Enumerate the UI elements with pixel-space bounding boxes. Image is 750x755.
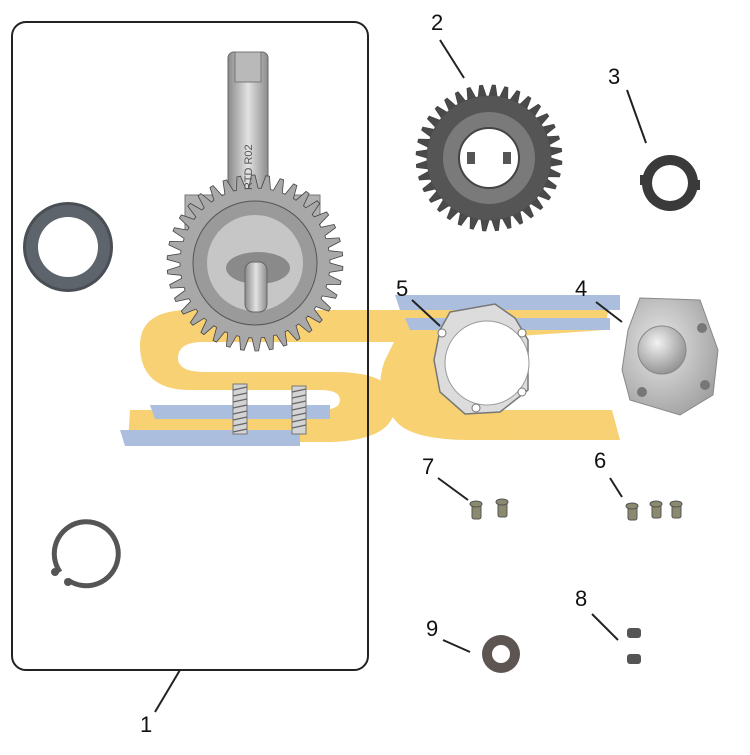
cover-plate xyxy=(621,297,719,416)
assembly-group-frame xyxy=(11,21,369,671)
leader-lines xyxy=(154,39,647,713)
callout-3: 3 xyxy=(608,64,621,89)
dowel-pins xyxy=(627,628,641,664)
watermark-s-shape xyxy=(128,310,432,442)
callout-1: 1 xyxy=(140,712,153,737)
callout-6: 6 xyxy=(594,448,607,473)
gasket xyxy=(433,303,530,415)
watermark-blue-band-1 xyxy=(120,430,300,446)
callout-2: 2 xyxy=(431,10,444,35)
ratchet-ring xyxy=(640,155,700,211)
spring-left xyxy=(232,383,248,435)
circlip xyxy=(51,519,121,589)
callout-9: 9 xyxy=(426,616,439,641)
callout-8: 8 xyxy=(575,586,588,611)
driven-gear xyxy=(415,84,563,232)
kick-starter-shaft-gear: RTD R02 xyxy=(166,51,344,352)
oil-seal xyxy=(482,635,520,673)
watermark-blue-band-3 xyxy=(395,295,620,310)
screws-set-6 xyxy=(625,500,683,521)
callout-4: 4 xyxy=(575,276,588,301)
callout-7: 7 xyxy=(422,454,435,479)
spring-right xyxy=(291,385,307,435)
thrust-washer xyxy=(23,202,113,292)
screws-set-7 xyxy=(469,498,509,520)
shaft-marking: RTD R02 xyxy=(243,144,255,190)
callout-5: 5 xyxy=(396,276,409,301)
